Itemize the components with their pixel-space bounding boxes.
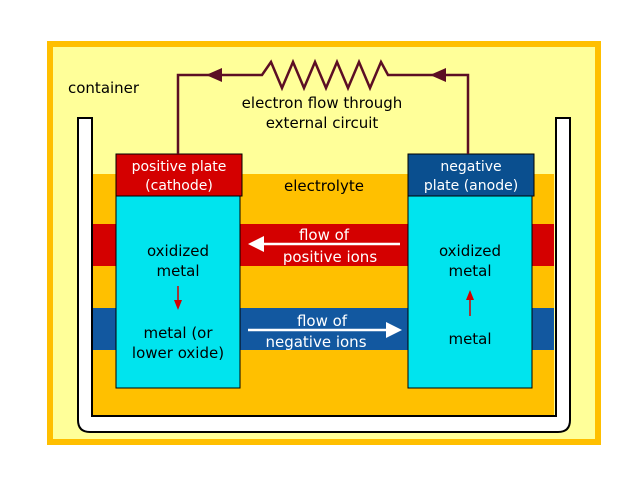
anode-up-arrow-head bbox=[466, 290, 474, 300]
container-label: container bbox=[68, 79, 140, 97]
negative-plate-label-line2: plate (anode) bbox=[424, 178, 518, 194]
electrolyte-label: electrolyte bbox=[284, 177, 364, 195]
cathode-down-arrow-head bbox=[174, 300, 182, 310]
neg-ions-label-line1: flow of bbox=[297, 312, 348, 330]
neg-ion-arrow-head bbox=[386, 322, 402, 338]
external-wire bbox=[176, 58, 470, 154]
cathode-bottom-label-line1: metal (or bbox=[143, 324, 213, 342]
positive-plate-label-line1: positive plate bbox=[132, 159, 227, 175]
cathode-top-label-line2: metal bbox=[156, 262, 199, 280]
wire-arrow-left bbox=[206, 68, 222, 82]
neg-ions-label-line2: negative ions bbox=[265, 333, 366, 351]
cathode-bottom-label-line2: lower oxide) bbox=[132, 344, 224, 362]
container-vessel bbox=[77, 117, 571, 433]
pos-ion-arrow-head bbox=[248, 236, 264, 252]
positive-plate-label-line2: (cathode) bbox=[145, 178, 213, 194]
circuit-label-line1: electron flow through bbox=[242, 94, 403, 112]
anode-bottom-label: metal bbox=[448, 330, 491, 348]
anode-top-label-line2: metal bbox=[448, 262, 491, 280]
anode-header bbox=[407, 153, 535, 197]
pos-ions-label-line1: flow of bbox=[299, 226, 350, 244]
anode-top-label-line1: oxidized bbox=[439, 242, 501, 260]
circuit-label-line2: external circuit bbox=[266, 114, 379, 132]
cathode-top-label-line1: oxidized bbox=[147, 242, 209, 260]
cathode-header bbox=[115, 153, 243, 197]
wire-arrow-left-2 bbox=[430, 68, 446, 82]
pos-ions-label-line2: positive ions bbox=[283, 248, 377, 266]
negative-plate-label-line1: negative bbox=[440, 159, 501, 175]
